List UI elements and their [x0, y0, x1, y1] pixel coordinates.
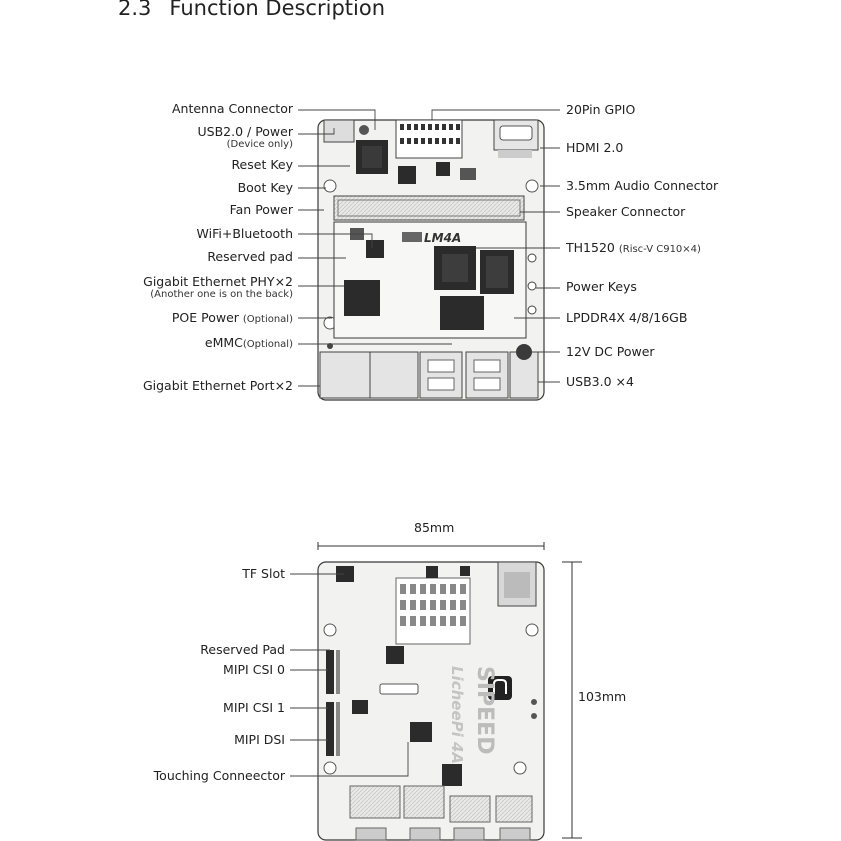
label-tf-slot: TF Slot [242, 566, 285, 581]
label-lpddr: LPDDR4X 4/8/16GB [566, 310, 688, 325]
label-hdmi: HDMI 2.0 [566, 140, 624, 155]
label-boot-key: Boot Key [237, 180, 293, 195]
label-power-keys: Power Keys [566, 279, 637, 294]
label-touch-connector: Touching Conneector [153, 768, 285, 783]
brand-text: SIPEED [472, 666, 497, 754]
label-mipi-csi0: MIPI CSI 0 [223, 662, 285, 677]
label-poe-power: POE Power (Optional) [171, 310, 293, 326]
label-dc-power: 12V DC Power [566, 344, 655, 359]
label-ethernet-phy: Gigabit Ethernet PHY×2(Another one is on… [143, 274, 293, 300]
label-gpio: 20Pin GPIO [566, 102, 636, 117]
bottom-board: SIPEED LicheePi 4A [317, 561, 545, 841]
model-text: LicheePi 4A [448, 666, 466, 764]
label-antenna-connector: Antenna Connector [171, 101, 293, 116]
gpio-header-top [395, 119, 463, 159]
label-fan-power: Fan Power [229, 202, 293, 217]
top-board: LM4A [317, 119, 545, 401]
dimension-lines [317, 542, 582, 839]
label-speaker: Speaker Connector [566, 204, 686, 219]
label-audio: 3.5mm Audio Connector [566, 178, 719, 193]
top-left-leaders [298, 109, 452, 387]
label-reserved-pad: Reserved pad [207, 249, 293, 264]
label-wifi-bluetooth: WiFi+Bluetooth [196, 226, 293, 241]
label-reset-key: Reset Key [231, 157, 293, 172]
height-dimension-label: 103mm [578, 689, 627, 704]
section-number: 2.3 [118, 0, 152, 20]
label-ethernet-port: Gigabit Ethernet Port×2 [142, 378, 293, 393]
label-emmc: eMMC(Optional) [204, 335, 293, 351]
label-usb-power: USB2.0 / Power(Device only) [197, 124, 294, 150]
label-usb3: USB3.0 ×4 [566, 374, 634, 389]
label-mipi-csi1: MIPI CSI 1 [223, 700, 285, 715]
section-heading: 2.3 Function Description [118, 0, 385, 20]
label-mipi-dsi: MIPI DSI [234, 732, 285, 747]
module-chip-label: LM4A [424, 231, 461, 245]
bottom-leaders [290, 573, 409, 777]
label-soc: TH1520 (Risc-V C910×4) [566, 240, 701, 256]
label-reserved-pad-back: Reserved Pad [200, 642, 285, 657]
top-right-leaders [431, 109, 560, 383]
section-title: Function Description [169, 0, 386, 20]
width-dimension-label: 85mm [414, 520, 455, 535]
